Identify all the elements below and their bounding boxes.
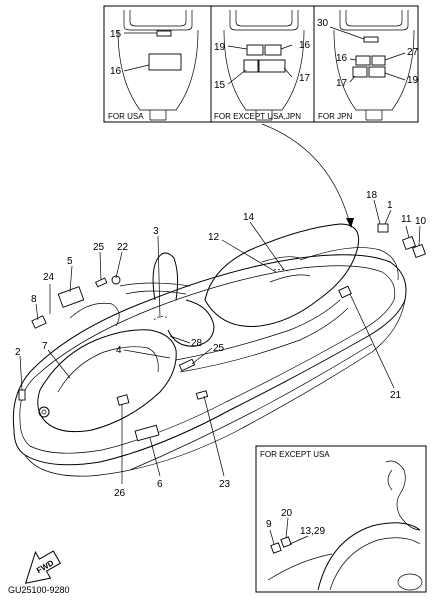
- callout: 24: [43, 272, 55, 283]
- label-17: [352, 66, 368, 78]
- callout: 27: [407, 47, 419, 58]
- label-16: [264, 44, 282, 56]
- callout: 26: [114, 488, 126, 499]
- inset-caption: FOR EXCEPT USA: [260, 450, 330, 459]
- callout: 9: [266, 519, 272, 530]
- panel-usa: 15 16 FOR USA: [108, 10, 199, 121]
- label-20: [280, 536, 292, 548]
- callout: 5: [67, 256, 73, 267]
- label-11: [402, 236, 416, 250]
- label-16: [148, 53, 182, 71]
- callout: 1: [387, 200, 393, 211]
- callout: 11: [401, 214, 412, 225]
- callout: 18: [366, 190, 378, 201]
- label-8: [31, 315, 47, 329]
- callout: 12: [208, 232, 220, 243]
- callout-numbers: 18 1 11 10 14 12 3 25 22 5 24 8 2 7 4 28…: [15, 190, 427, 499]
- label-25b: [178, 358, 196, 372]
- callout: 13,29: [300, 526, 325, 537]
- label-21: [338, 285, 352, 299]
- callout: 15: [110, 29, 122, 40]
- label-16: [355, 55, 371, 66]
- callout: 25: [93, 242, 105, 253]
- label-15: [156, 30, 172, 37]
- callout: 28: [191, 338, 203, 349]
- label-2: [18, 389, 26, 401]
- arrow-head: [346, 218, 354, 228]
- callout: 21: [390, 390, 402, 401]
- label-6: [134, 424, 160, 442]
- label-10: [412, 244, 426, 258]
- callout: 4: [116, 345, 122, 356]
- callout-leaders: [19, 199, 421, 484]
- top-panel-group: 15 16 FOR USA 19 16 15 17 FOR EXCEPT USA…: [103, 5, 419, 123]
- callout: 19: [214, 42, 226, 53]
- boat-labels: [18, 223, 426, 442]
- label-25: [95, 277, 108, 288]
- callout: 7: [42, 341, 48, 352]
- callout: 3: [153, 226, 159, 237]
- callout: 14: [243, 212, 255, 223]
- callout: 30: [317, 18, 329, 29]
- part-code: GU25100-9280: [8, 585, 70, 595]
- leader-arrow: [261, 123, 351, 225]
- label-1: [377, 223, 389, 233]
- callout: 19: [407, 75, 419, 86]
- callout: 8: [31, 294, 37, 305]
- label-5: [57, 286, 85, 308]
- label-30: [363, 36, 379, 43]
- callout: 22: [117, 242, 129, 253]
- label-15: [243, 59, 259, 73]
- callout: 6: [157, 479, 163, 490]
- callout: 20: [281, 508, 293, 519]
- label-22: [111, 275, 121, 285]
- panel-jpn: 30 16 27 17 19 FOR JPN: [317, 10, 419, 121]
- panel-caption: FOR USA: [108, 112, 144, 121]
- callout: 17: [336, 78, 348, 89]
- label-23: [195, 390, 209, 400]
- label-27: [371, 55, 386, 66]
- callout: 23: [219, 479, 231, 490]
- panel-except-usa-jpn: 19 16 15 17 FOR EXCEPT USA,JPN: [214, 10, 311, 121]
- inset-panel: FOR EXCEPT USA 9 20 13,29: [255, 445, 427, 593]
- callout: 2: [15, 347, 21, 358]
- callout: 10: [415, 216, 427, 227]
- watercraft-drawing: [12, 223, 407, 477]
- callout: 16: [336, 53, 348, 64]
- label-19: [368, 66, 386, 78]
- fwd-arrow: FWD: [24, 550, 62, 584]
- panel-caption: FOR JPN: [318, 112, 352, 121]
- label-9: [270, 542, 282, 554]
- label-17: [258, 59, 286, 73]
- callout: 25: [213, 343, 225, 354]
- label-19: [246, 44, 264, 56]
- callout: 16: [110, 66, 122, 77]
- callout: 15: [214, 80, 226, 91]
- panel-caption: FOR EXCEPT USA,JPN: [214, 112, 301, 121]
- callout: 16: [299, 40, 311, 51]
- callout: 17: [299, 73, 311, 84]
- label-26: [116, 394, 130, 406]
